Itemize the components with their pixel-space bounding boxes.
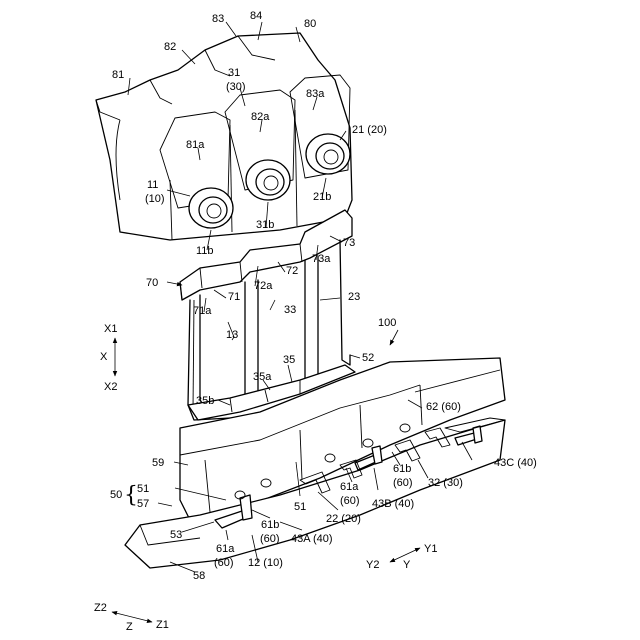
label-10: (10) (145, 193, 165, 205)
label-32: 32 (30) (428, 477, 463, 489)
label-82a: 82a (251, 111, 270, 123)
axis-label-z: Z (126, 621, 133, 633)
label-31b: 31b (256, 219, 274, 231)
label-43a: 43A (40) (291, 533, 333, 545)
coil-31b (246, 160, 290, 200)
label-59: 59 (152, 457, 164, 469)
label-71: 71 (228, 291, 240, 303)
axis-x-indicator: X1 X X2 (100, 323, 117, 393)
label-51-mid: 51 (294, 501, 306, 513)
axis-label-y: Y (403, 559, 411, 571)
label-21b: 21b (313, 191, 331, 203)
label-35b: 35b (196, 395, 214, 407)
axis-label-x: X (100, 351, 108, 363)
label-83a: 83a (306, 88, 325, 100)
label-73a: 73a (312, 253, 331, 265)
label-11: 11 (147, 179, 158, 191)
label-30: (30) (226, 81, 246, 93)
brace-50: { (124, 483, 138, 508)
label-84: 84 (250, 10, 262, 22)
label-81a: 81a (186, 139, 205, 151)
label-71a: 71a (193, 305, 212, 317)
label-70: 70 (146, 277, 158, 289)
coil-21b (306, 134, 350, 174)
label-33: 33 (284, 304, 296, 316)
label-35a: 35a (253, 371, 272, 383)
label-61a-left: 61a (216, 543, 235, 555)
label-21: 21 (20) (352, 124, 387, 136)
label-61a-right: 61a (340, 481, 359, 493)
label-53: 53 (170, 529, 182, 541)
label-100: 100 (378, 317, 396, 329)
axis-label-z1: Z1 (156, 619, 169, 631)
label-72: 72 (286, 265, 298, 277)
axis-label-z2: Z2 (94, 602, 107, 614)
label-60-right: (60) (393, 477, 413, 489)
axis-z-indicator: Z2 Z Z1 (94, 602, 169, 633)
label-13: 13 (226, 329, 238, 341)
label-83: 83 (212, 13, 224, 25)
axis-label-x1: X1 (104, 323, 117, 335)
label-61b-right: 61b (393, 463, 411, 475)
label-80: 80 (304, 18, 316, 30)
label-23: 23 (348, 291, 360, 303)
label-60-bottom: (60) (214, 557, 234, 569)
label-52: 52 (362, 352, 374, 364)
label-11b: 11b (196, 245, 214, 257)
label-57: 57 (137, 498, 149, 510)
label-12: 12 (10) (248, 557, 283, 569)
axis-y-indicator: Y1 Y2 Y (366, 543, 437, 571)
label-81: 81 (112, 69, 124, 81)
label-50: 50 (110, 489, 122, 501)
label-22: 22 (20) (326, 513, 361, 525)
label-43c: 43C (40) (494, 457, 537, 469)
label-60-left: (60) (260, 533, 280, 545)
label-61b-left: 61b (261, 519, 279, 531)
label-51-top: 51 (137, 483, 149, 495)
axis-label-y1: Y1 (424, 543, 437, 555)
coil-11b (189, 188, 233, 228)
label-73: 73 (343, 237, 355, 249)
label-82: 82 (164, 41, 176, 53)
label-60-mid: (60) (340, 495, 360, 507)
axis-label-x2: X2 (104, 381, 117, 393)
label-31: 31 (228, 67, 240, 79)
label-62: 62 (60) (426, 401, 461, 413)
label-35: 35 (283, 354, 295, 366)
label-72a: 72a (254, 280, 273, 292)
label-58: 58 (193, 570, 205, 582)
axis-label-y2: Y2 (366, 559, 379, 571)
label-43b: 43B (40) (372, 498, 414, 510)
